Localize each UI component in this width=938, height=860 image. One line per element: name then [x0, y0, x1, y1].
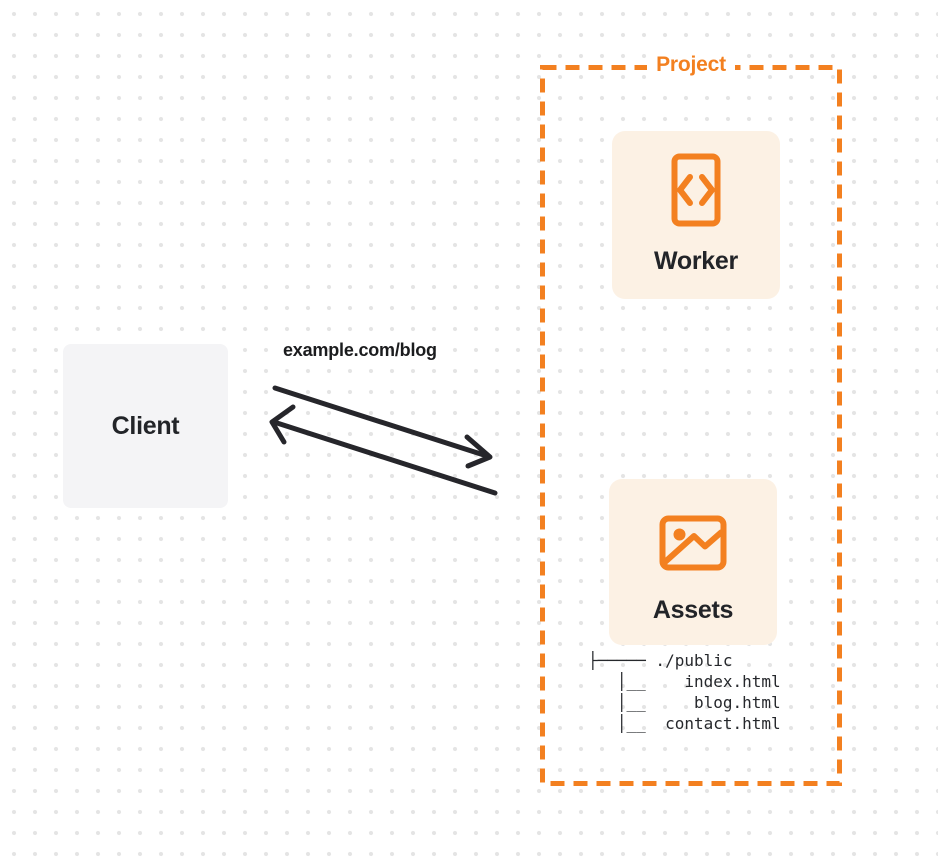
response-arrow-line [274, 420, 498, 496]
file-tree: ├───── ./public │__ index.html │__ blog.… [588, 650, 781, 734]
request-response-arrows [269, 385, 498, 496]
response-arrowhead-icon [269, 404, 296, 445]
request-arrow-line [272, 385, 490, 459]
client-label: Client [111, 411, 180, 440]
image-icon [659, 515, 727, 571]
tree-line-blog: │__ blog.html [588, 693, 781, 712]
tree-line-contact: │__ contact.html [588, 714, 781, 733]
project-label: Project [647, 51, 735, 79]
client-box: Client [63, 344, 228, 508]
request-arrowhead-icon [464, 434, 493, 469]
assets-label: Assets [652, 596, 734, 624]
worker-card: Worker [612, 131, 780, 299]
image-icon-mountains [662, 529, 724, 565]
image-icon-sun [673, 528, 686, 541]
assets-card: Assets [609, 479, 777, 645]
request-url-label: example.com/blog [283, 340, 437, 360]
project-label-row: Project [540, 51, 842, 79]
tree-line-index: │__ index.html [588, 672, 781, 691]
tree-line-public: ├───── ./public [588, 651, 733, 670]
code-file-icon [671, 153, 721, 227]
worker-label: Worker [654, 247, 738, 275]
